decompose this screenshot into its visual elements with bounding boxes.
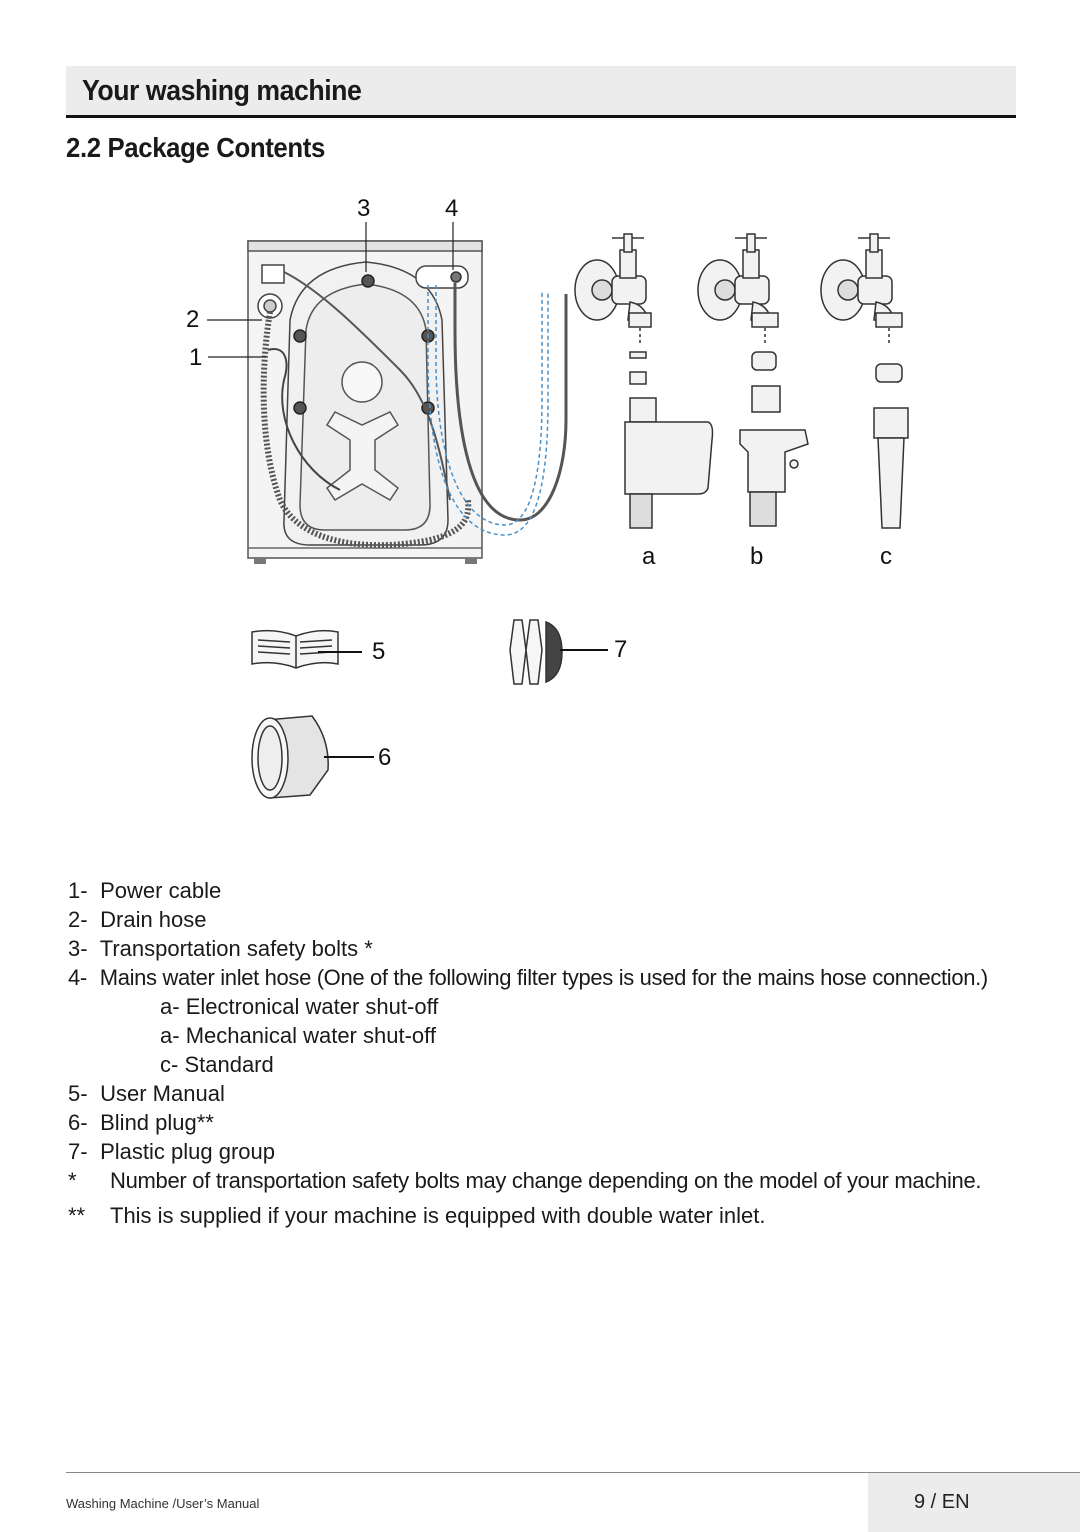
footer-document-title: Washing Machine /User’s Manual [66,1496,260,1511]
legend-item: 7- Plastic plug group [68,1139,276,1164]
callout-3: 3 [357,195,371,222]
callout-7: 7 [614,636,628,663]
callout-5: 5 [372,638,386,665]
legend-item: 6- Blind plug** [68,1110,214,1135]
callout-6: 6 [378,744,392,771]
legend-item: 4- Mains water inlet hose (One of the fo… [68,965,988,990]
page-header-bar: Your washing machine [66,66,1016,118]
callout-2: 2 [186,306,200,333]
user-manual-icon [251,629,362,669]
page-number: 9 / EN [914,1491,970,1513]
footer-divider [66,1472,1080,1473]
footnote: **This is supplied if your machine is eq… [68,1203,766,1228]
legend-item: 3- Transportation safety bolts * [68,936,373,961]
legend-item: 5- User Manual [68,1081,225,1106]
footnote: *Number of transportation safety bolts m… [68,1168,982,1193]
callout-1: 1 [189,344,203,371]
tap-b [697,233,809,527]
legend-subitem: a- Mechanical water shut-off [160,1023,436,1048]
plastic-plug-group-icon [509,619,608,685]
legend-item: 2- Drain hose [68,907,207,932]
legend-item: 1- Power cable [68,878,222,903]
callout-4: 4 [445,195,459,222]
section-title: 2.2 Package Contents [66,132,325,163]
tap-c [820,233,909,529]
legend-subitem: a- Electronical water shut-off [160,994,439,1019]
package-contents-legend: 1- Power cable 2- Drain hose 3- Transpor… [68,876,1008,1230]
blind-plug-icon [251,715,374,799]
page-header-title: Your washing machine [82,75,362,107]
footer-page-box: 9 / EN [868,1473,1080,1532]
filter-label-b: b [750,543,764,570]
filter-label-c: c [880,543,892,570]
filter-label-a: a [642,543,656,570]
tap-a [574,233,714,529]
package-contents-illustration [207,222,909,799]
legend-subitem: c- Standard [160,1052,274,1077]
